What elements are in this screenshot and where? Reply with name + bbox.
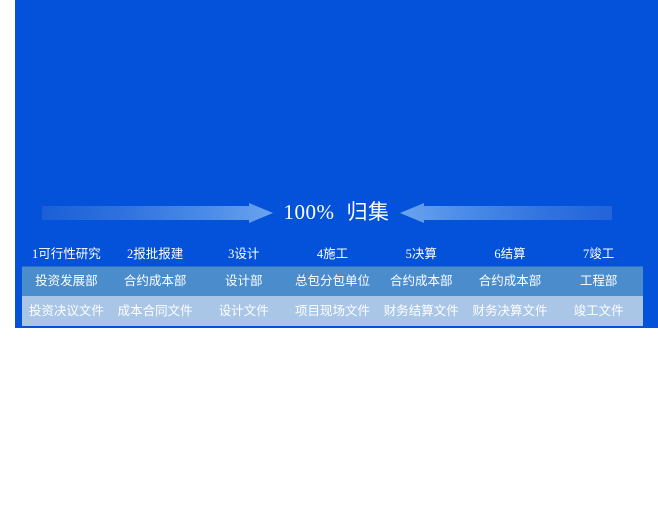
document-cell: 设计文件: [218, 304, 269, 318]
department-cell: 合约成本部: [389, 274, 453, 288]
banner-label: 100% 归集: [273, 196, 400, 228]
department-cell: 合约成本部: [478, 274, 542, 288]
stage-cell: 6结算: [494, 247, 526, 261]
document-cell: 成本合同文件: [117, 304, 193, 318]
stage-cell: 2报批报建: [126, 247, 184, 261]
slide-panel: 100%归集 1可行性研究 2报批报建 3设计 4施工 5决算 6结算 7竣工 …: [15, 0, 658, 328]
document-cell: 财务结算文件: [383, 304, 459, 318]
stage-cell: 1可行性研究: [31, 247, 101, 261]
right-pointing-arrow: [42, 203, 273, 223]
responsible-departments-row: 投资发展部 合约成本部 设计部 总包分包单位 合约成本部 合约成本部 工程部: [22, 266, 643, 296]
department-cell: 总包分包单位: [295, 274, 371, 288]
left-pointing-arrow: [400, 203, 612, 223]
banner-text: 归集: [346, 200, 390, 224]
department-cell: 投资发展部: [35, 274, 98, 288]
document-cell: 投资决议文件: [28, 304, 104, 318]
department-cell: 设计部: [225, 274, 263, 288]
banner-percent-value: 100%: [283, 200, 335, 224]
stage-cell: 5决算: [405, 247, 437, 261]
stage-cell: 3设计: [228, 247, 260, 261]
document-cell: 竣工文件: [573, 304, 624, 318]
document-cell: 项目现场文件: [295, 304, 371, 318]
department-cell: 合约成本部: [123, 274, 187, 288]
document-types-row: 投资决议文件 成本合同文件 设计文件 项目现场文件 财务结算文件 财务决算文件 …: [22, 296, 643, 326]
progress-arrow-banner: [15, 203, 658, 223]
document-cell: 财务决算文件: [472, 304, 548, 318]
department-cell: 工程部: [579, 274, 618, 288]
stage-cell: 4施工: [316, 247, 349, 261]
stage-cell: 7竣工: [583, 247, 615, 261]
project-stages-row: 1可行性研究 2报批报建 3设计 4施工 5决算 6结算 7竣工: [22, 244, 643, 264]
